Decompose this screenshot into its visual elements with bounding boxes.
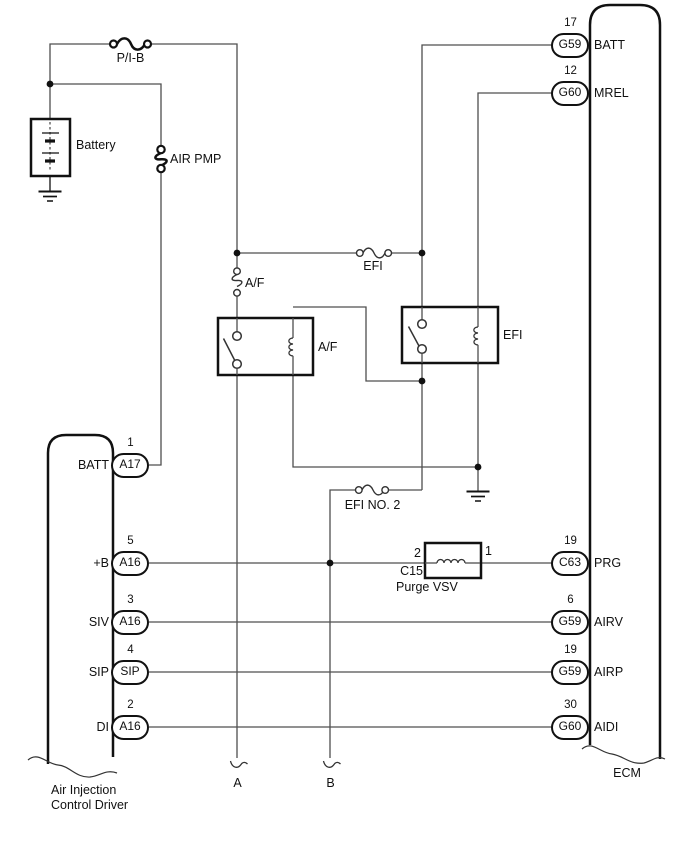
pin-number: 1 — [127, 437, 134, 449]
purge-vsv-icon — [423, 541, 483, 580]
pin-label-prg: PRG — [594, 556, 622, 570]
fuse-efi-icon — [355, 247, 393, 259]
left-connector-name-line1: Air Injection — [51, 783, 117, 797]
pin-number: 4 — [127, 644, 134, 656]
branch-break-icons — [229, 760, 341, 768]
pin-label-aidi: AIDI — [594, 720, 619, 734]
pin-number: 19 — [564, 644, 577, 656]
ecm-name-label: ECM — [613, 766, 641, 780]
relay-efi-label: EFI — [503, 328, 523, 342]
pin-number: 6 — [567, 594, 574, 606]
pin-a16-di: A16 — [111, 714, 149, 740]
pin-label-sip: SIP — [88, 665, 109, 679]
pin-number: 17 — [564, 17, 577, 29]
relay-ground-icon — [466, 490, 490, 502]
relay-af-icon — [216, 316, 315, 377]
pin-label-mrel: MREL — [594, 86, 629, 100]
fuse-efino2-label: EFI NO. 2 — [344, 498, 401, 512]
pin-g60-aidi: G60 — [551, 714, 589, 740]
pin-label-ecm-batt: BATT — [594, 38, 626, 52]
fuse-airpmp-icon — [154, 144, 168, 174]
ecm-body — [581, 3, 666, 764]
fuse-af-icon — [231, 267, 243, 297]
fuse-pib-label: P/I-B — [116, 51, 145, 65]
branch-b-label: B — [326, 776, 335, 790]
pin-number: 12 — [564, 65, 577, 77]
pin-number: 3 — [127, 594, 134, 606]
pin-g59-batt: G59 — [551, 32, 589, 58]
pin-a16-sip: SIP — [111, 659, 149, 685]
pin-a17-batt: A17 — [111, 452, 149, 478]
pin-g59-airp: G59 — [551, 659, 589, 685]
fuse-efi-label: EFI — [363, 259, 383, 273]
fuse-pib-icon — [108, 37, 153, 51]
left-connector-name-line2: Control Driver — [51, 798, 129, 812]
pin-label-batt: BATT — [77, 458, 109, 472]
purge-vsv-code: C15 — [400, 564, 423, 578]
pin-a16-siv: A16 — [111, 609, 149, 635]
pin-c63-prg: C63 — [551, 550, 589, 576]
pin-label-airp: AIRP — [594, 665, 624, 679]
battery-icon — [29, 117, 72, 178]
relay-af-label: A/F — [318, 340, 338, 354]
left-connector-body — [27, 433, 118, 778]
pin-number: 19 — [564, 535, 577, 547]
purge-vsv-pin1-label: 1 — [485, 544, 492, 558]
purge-vsv-name: Purge VSV — [396, 580, 458, 594]
branch-a-label: A — [233, 776, 242, 790]
fuse-af-label: A/F — [245, 276, 265, 290]
pin-number: 2 — [127, 699, 134, 711]
fuse-efino2-icon — [354, 484, 390, 496]
relay-efi-icon — [400, 305, 500, 365]
pin-a16-plusb: A16 — [111, 550, 149, 576]
battery-label: Battery — [76, 138, 116, 152]
pin-label-airv: AIRV — [594, 615, 623, 629]
pin-number: 30 — [564, 699, 577, 711]
pin-g60-mrel: G60 — [551, 80, 589, 106]
junction-dots — [46, 80, 482, 567]
fuse-airpmp-label: AIR PMP — [170, 152, 222, 166]
purge-vsv-pin2-label: 2 — [414, 546, 421, 560]
pin-label-di: DI — [96, 720, 110, 734]
pin-label-plusb: +B — [93, 556, 109, 570]
pin-label-siv: SIV — [88, 615, 109, 629]
pin-number: 5 — [127, 535, 134, 547]
pin-g59-airv: G59 — [551, 609, 589, 635]
battery-ground-icon — [38, 176, 62, 202]
